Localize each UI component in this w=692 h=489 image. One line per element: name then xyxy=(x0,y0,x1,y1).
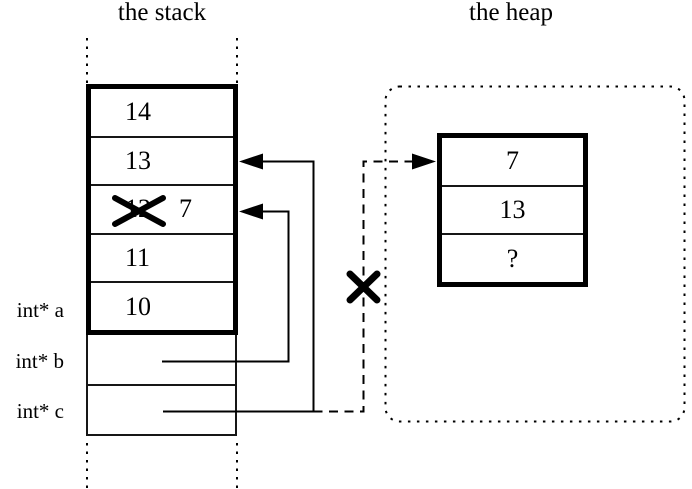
stack-frame-box: 14 13 12 7 11 10 xyxy=(86,84,238,335)
pointer-cell-c xyxy=(88,383,235,435)
stack-cell-value: 14 xyxy=(125,97,151,127)
heap-cell-value: ? xyxy=(506,243,519,273)
pointer-cell-b xyxy=(88,335,235,384)
stack-extent-dotted-line xyxy=(86,443,88,488)
stack-cell-value: 10 xyxy=(125,291,151,321)
old-heap-pointer-dashed-line xyxy=(313,160,429,413)
stack-cell-overwritten: 12 7 xyxy=(91,184,233,233)
stack-cell-old-value: 12 xyxy=(125,194,151,224)
old-heap-pointer-arrowhead-icon xyxy=(412,153,436,170)
stack-cell-new-value: 7 xyxy=(179,194,192,224)
pointer-c-arrowhead-icon xyxy=(239,153,263,170)
stack-extent-dotted-line xyxy=(236,38,238,85)
heap-cell: 7 xyxy=(442,138,583,185)
heap-block-box: 7 13 ? xyxy=(437,133,588,287)
variable-label-c: int* c xyxy=(16,399,64,423)
variable-label-b: int* b xyxy=(15,349,64,373)
stack-cell: 10 xyxy=(91,281,233,330)
heap-cell: ? xyxy=(442,233,583,282)
heap-cell: 13 xyxy=(442,184,583,234)
stack-cell: 11 xyxy=(91,232,233,282)
stack-extent-dotted-line xyxy=(236,443,238,488)
heap-cell-value: 7 xyxy=(506,146,519,176)
stack-cell-value: 13 xyxy=(125,145,151,175)
pointer-b-arrowhead-icon xyxy=(239,203,263,220)
pointer-variable-cells xyxy=(86,335,237,436)
stack-cell: 14 xyxy=(91,89,233,136)
invalid-pointer-x-icon xyxy=(346,270,381,304)
stack-cell: 13 xyxy=(91,135,233,185)
variable-label-a: int* a xyxy=(16,298,64,322)
heap-title: the heap xyxy=(469,0,553,26)
heap-cell-value: 13 xyxy=(499,195,526,224)
stack-extent-dotted-line xyxy=(86,38,88,85)
stack-cell-value: 11 xyxy=(125,243,151,273)
stack-title: the stack xyxy=(117,0,207,26)
